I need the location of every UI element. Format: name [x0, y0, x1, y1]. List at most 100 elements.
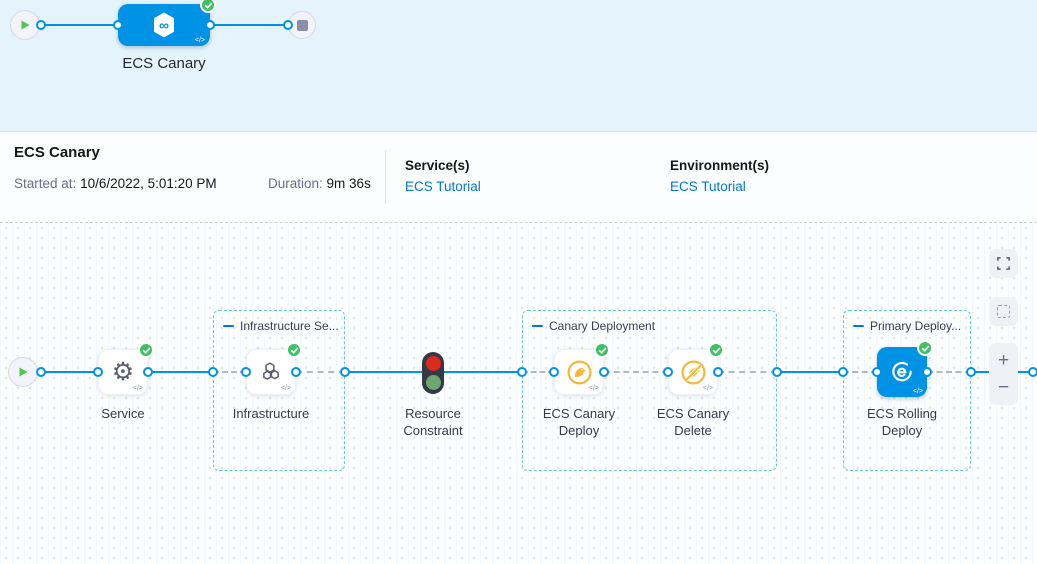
- connector-port: [922, 367, 932, 377]
- stop-icon: [296, 19, 308, 31]
- zoom-out-button[interactable]: −: [997, 377, 1010, 398]
- stage-node-ecs-canary[interactable]: ∞ </>: [118, 0, 216, 46]
- edge: [41, 371, 98, 373]
- step-label: Service: [101, 406, 145, 421]
- connector-port: [599, 367, 609, 377]
- execution-summary-bar: ECS Canary Started at: 10/6/2022, 5:01:2…: [0, 132, 1037, 222]
- step-label: ECS Canary Delete: [656, 406, 730, 438]
- step-ecs-rolling-deploy[interactable]: </>: [877, 340, 933, 397]
- divider: [385, 150, 386, 204]
- connector-port: [663, 367, 673, 377]
- code-icon: </>: [702, 385, 713, 392]
- group-label: Infrastructure Se...: [240, 319, 339, 333]
- group-infrastructure-section: Infrastructure Se...: [213, 310, 345, 471]
- step-ecs-canary-delete[interactable]: </>: [668, 342, 724, 395]
- step-resource-constraint[interactable]: [422, 352, 444, 394]
- play-icon: [19, 367, 28, 377]
- edge-dashed: [604, 371, 668, 373]
- environments-link[interactable]: ECS Tutorial: [670, 179, 746, 194]
- duration: Duration: 9m 36s: [268, 176, 371, 191]
- connector-port: [340, 367, 350, 377]
- environments-block: Environment(s) ECS Tutorial: [670, 158, 769, 194]
- connector-port: [36, 367, 46, 377]
- edge-dashed: [522, 371, 554, 373]
- selection-button[interactable]: [989, 297, 1018, 326]
- cd-hexagon-icon: ∞: [149, 10, 179, 40]
- connector-port: [208, 367, 218, 377]
- edge: [210, 24, 288, 26]
- connector-port: [966, 367, 976, 377]
- zoom-in-button[interactable]: +: [997, 350, 1010, 371]
- page-title: ECS Canary: [14, 144, 100, 161]
- step-label: ECS Rolling Deploy: [866, 406, 938, 438]
- traffic-light-green: [425, 375, 441, 390]
- success-badge: [708, 342, 724, 358]
- stage-overview-banner: ∞ </> ECS Canary: [0, 0, 1037, 132]
- services-block: Service(s) ECS Tutorial: [405, 158, 481, 194]
- code-icon: </>: [132, 385, 143, 392]
- group-label: Canary Deployment: [549, 319, 656, 333]
- group-label: Primary Deploy...: [870, 319, 962, 333]
- connector-port: [872, 367, 882, 377]
- collapse-icon[interactable]: [223, 324, 234, 328]
- step-service[interactable]: ⚙ </>: [98, 342, 154, 395]
- step-infrastructure[interactable]: </>: [246, 342, 302, 395]
- connector-port: [241, 367, 251, 377]
- connector-port: [291, 367, 301, 377]
- stage-label: ECS Canary: [122, 55, 206, 72]
- success-badge: [200, 0, 216, 13]
- connector-port: [143, 367, 153, 377]
- connector-port: [36, 20, 46, 30]
- gear-icon: ⚙: [111, 357, 135, 386]
- pipeline-start-node[interactable]: [10, 10, 40, 40]
- fullscreen-icon: [997, 257, 1010, 270]
- success-badge: [917, 340, 933, 356]
- edge: [777, 371, 843, 373]
- step-label: ECS Canary Deploy: [542, 406, 616, 438]
- execution-graph-canvas[interactable]: Infrastructure Se... Canary Deployment P…: [0, 222, 1037, 564]
- code-icon: </>: [912, 388, 923, 395]
- connector-port: [93, 367, 103, 377]
- code-icon: </>: [194, 37, 205, 44]
- code-icon: </>: [280, 385, 291, 392]
- infrastructure-icon: [263, 362, 279, 381]
- marquee-icon: [997, 305, 1010, 318]
- collapse-icon[interactable]: [532, 324, 543, 328]
- edge-dashed: [843, 371, 877, 373]
- started-at: Started at: 10/6/2022, 5:01:20 PM: [14, 176, 217, 191]
- connector-port: [772, 367, 782, 377]
- edge: [345, 371, 422, 373]
- edge-dashed: [718, 371, 777, 373]
- traffic-light-red: [425, 356, 441, 371]
- success-badge: [594, 342, 610, 358]
- edge-dashed: [927, 371, 971, 373]
- success-badge: [138, 342, 154, 358]
- edge-dashed: [296, 371, 345, 373]
- connector-port: [549, 367, 559, 377]
- connector-port: [283, 20, 293, 30]
- connector-port: [713, 367, 723, 377]
- graph-start-node[interactable]: [8, 357, 38, 387]
- connector-port: [838, 367, 848, 377]
- connector-port: [517, 367, 527, 377]
- success-badge: [286, 342, 302, 358]
- canary-delete-icon: [681, 360, 705, 384]
- group-canary-deployment: Canary Deployment: [522, 310, 777, 471]
- edge: [148, 371, 213, 373]
- zoom-controls: + −: [989, 343, 1018, 405]
- services-link[interactable]: ECS Tutorial: [405, 179, 481, 194]
- environments-label: Environment(s): [670, 158, 770, 173]
- collapse-icon[interactable]: [853, 324, 864, 328]
- step-ecs-canary-deploy[interactable]: </>: [554, 342, 610, 395]
- connector-port: [1028, 367, 1037, 377]
- edge: [444, 371, 522, 373]
- ecs-icon: [892, 361, 912, 382]
- services-label: Service(s): [405, 158, 470, 173]
- canary-deploy-icon: [567, 360, 591, 384]
- edge: [41, 24, 118, 26]
- fullscreen-button[interactable]: [989, 249, 1018, 278]
- connector-port: [205, 20, 215, 30]
- step-label: Infrastructure: [232, 406, 310, 421]
- connector-port: [113, 20, 123, 30]
